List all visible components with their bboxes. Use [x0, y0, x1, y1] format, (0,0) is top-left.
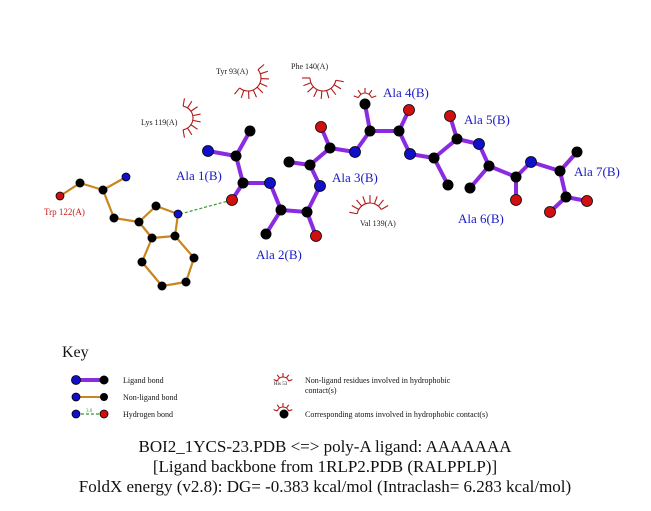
- label-ala-7: Ala 7(B): [574, 164, 620, 179]
- lys-119-arc-curve: [182, 105, 194, 131]
- key-non-ligand-bond: [71, 392, 108, 402]
- key-arc-atom: [273, 403, 293, 412]
- val-139-arc-spike: [356, 199, 363, 207]
- ala4-contact-arc-spike: [368, 89, 373, 95]
- atoms: [55, 98, 593, 291]
- phe-140-arc: [302, 77, 344, 99]
- caption-line-3: FoldX energy (v2.8): DG= -0.383 kcal/mol…: [79, 477, 571, 496]
- tyr-93-arc-spike: [234, 87, 241, 95]
- label-phe-140: Phe 140(A): [291, 62, 328, 71]
- phe-140-arc-spike: [303, 82, 312, 87]
- key-arc-residue-spike: [276, 374, 281, 379]
- ala4-contact-arc: [353, 88, 377, 99]
- tyr-93-arc-spike: [240, 90, 245, 99]
- label-trp-122: Trp 122(A): [44, 207, 85, 217]
- key-ligand-bond: [71, 375, 109, 385]
- label-tyr-93: Tyr 93(A): [216, 67, 248, 76]
- tyr-93-arc-spike: [259, 82, 268, 87]
- ala4-contact-arc-spike: [371, 95, 377, 99]
- lys-119-arc: [182, 98, 201, 138]
- ala4-contact-arc-spike: [357, 89, 362, 95]
- label-ala-1: Ala 1(B): [176, 168, 222, 183]
- lys-119-arc-spike: [182, 98, 186, 107]
- key-hydrophobic-atoms-label: Corresponding atoms involved in hydropho…: [305, 410, 488, 419]
- hydrophobic-arcs: [182, 64, 389, 412]
- hydrogen-bond-line: [179, 199, 233, 215]
- tyr-93-arc-spike: [257, 64, 265, 71]
- phe-140-arc-curve: [309, 77, 337, 92]
- trp-122-residue: [59, 176, 196, 288]
- lys-119-arc-spike: [187, 127, 193, 136]
- key-ligand-bond-label: Ligand bond: [123, 376, 164, 385]
- key-non-ligand-bond-label: Non-ligand bond: [123, 393, 177, 402]
- val-139-arc-spike: [373, 196, 378, 204]
- lys-119-arc-spike: [192, 113, 201, 117]
- caption-line-1: BOI2_1YCS-23.PDB <=> poly-A ligand: AAAA…: [138, 437, 512, 456]
- label-ala-4: Ala 4(B): [383, 85, 429, 100]
- val-139-arc-spike: [380, 205, 389, 210]
- key-arc-atom-spike: [273, 409, 278, 412]
- val-139-arc-curve: [356, 202, 382, 214]
- key-hydrophobic-residues-line1: Non-ligand residues involved in hydropho…: [305, 376, 451, 385]
- val-139-arc-spike: [377, 199, 384, 207]
- key-hydrophobic-atom: [279, 409, 289, 419]
- phe-140-arc-spike: [320, 90, 323, 99]
- key-hbond-distance: 3.0: [86, 409, 93, 414]
- val-139-arc-spike: [349, 211, 358, 215]
- ligand-bonds: [206, 102, 589, 238]
- val-139-arc-spike: [362, 196, 367, 204]
- phe-140-arc-spike: [313, 89, 318, 98]
- key-arc-atom-spike: [288, 409, 293, 412]
- phe-140-arc-spike: [330, 87, 337, 95]
- key-arc-residue-spike: [285, 374, 290, 379]
- key-hydrogen-bond: [71, 409, 109, 419]
- val-139-arc-spike: [351, 205, 360, 210]
- key-arc-atom-spike: [276, 404, 281, 409]
- key-arc-residue-spike: [288, 379, 293, 382]
- phe-140-arc-spike: [307, 86, 314, 93]
- label-ala-6: Ala 6(B): [458, 211, 504, 226]
- tyr-93-arc-spike: [260, 70, 269, 75]
- key-hydrogen-bond-label: Hydrogen bond: [123, 410, 173, 419]
- tyr-93-arc-spike: [252, 89, 257, 98]
- lys-119-arc-spike: [190, 124, 198, 130]
- lys-119-arc-spike: [192, 119, 201, 123]
- key-example-residue: His 53: [274, 382, 288, 387]
- label-lys-119: Lys 119(A): [141, 118, 178, 127]
- phe-140-arc-spike: [335, 79, 344, 83]
- key-arc-residue: [273, 373, 293, 382]
- lys-119-arc-spike: [187, 100, 193, 109]
- label-ala-3: Ala 3(B): [332, 170, 378, 185]
- key-arc-atom-spike: [285, 404, 290, 409]
- label-ala-2: Ala 2(B): [256, 247, 302, 262]
- tyr-93-arc-curve: [239, 69, 262, 92]
- caption-line-2: [Ligand backbone from 1RLP2.PDB (RALPPLP…: [153, 457, 497, 476]
- phe-140-arc-spike: [326, 90, 330, 99]
- key-hydrophobic-residues-line2: contact(s): [305, 386, 337, 395]
- key-title: Key: [62, 344, 89, 361]
- tyr-93-arc-spike: [256, 86, 264, 94]
- val-139-arc: [349, 195, 389, 215]
- ala4-contact-arc-spike: [353, 95, 359, 99]
- lys-119-arc-spike: [190, 106, 198, 112]
- key-arc-residue-spike: [273, 379, 278, 382]
- phe-140-arc-spike: [333, 84, 342, 90]
- label-ala-5: Ala 5(B): [464, 112, 510, 127]
- tyr-93-arc: [234, 64, 270, 100]
- label-val-139: Val 139(A): [360, 219, 396, 228]
- lys-119-arc-spike: [182, 129, 186, 138]
